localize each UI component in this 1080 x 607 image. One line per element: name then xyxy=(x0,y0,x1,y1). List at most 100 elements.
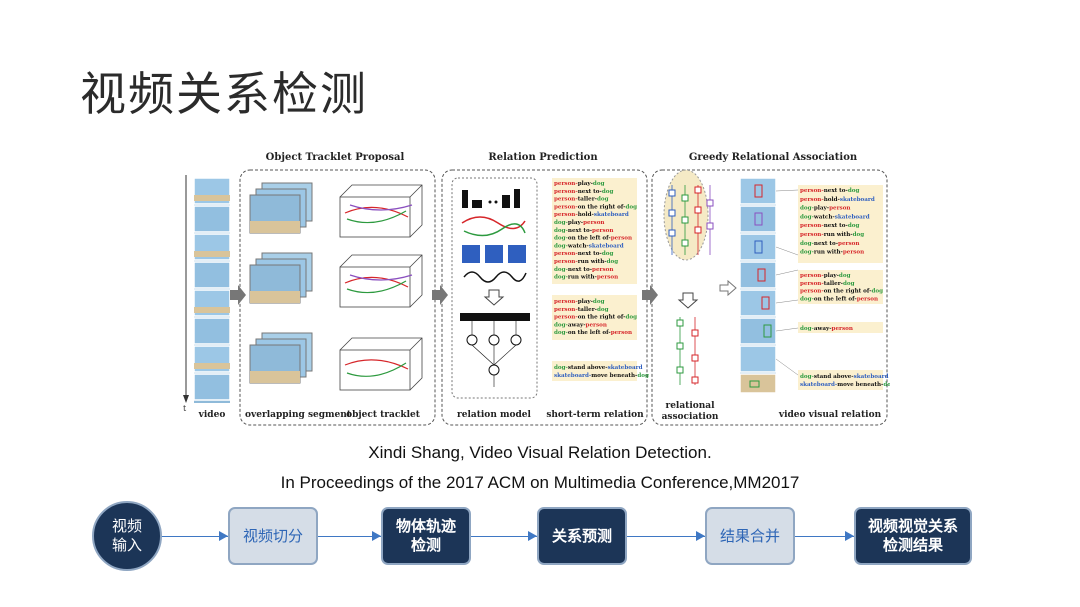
relation-triplet: dog-stand above-skateboard xyxy=(800,374,889,380)
caption-association: association xyxy=(662,412,719,422)
relation-triplet: person-hold-skateboard xyxy=(800,197,875,203)
relation-triplet: dog-next to-person xyxy=(800,241,859,247)
final-box-2 xyxy=(798,270,883,304)
relation-triplet: dog-play-person xyxy=(800,206,851,212)
final-box-4 xyxy=(798,370,883,390)
pipeline-step-predict: 关系预测 xyxy=(537,507,627,565)
relation-triplet: dog-watch-skateboard xyxy=(554,243,624,249)
flow-arrow-4 xyxy=(719,279,737,297)
caption-relational: relational xyxy=(665,401,715,411)
slide-title: 视频关系检测 xyxy=(80,67,368,121)
pipeline-step-label: 结果合并 xyxy=(719,526,780,545)
association-graph xyxy=(663,169,714,385)
relation-triplet: person-taller-dog xyxy=(554,307,609,313)
pipeline-step-label: 关系预测 xyxy=(551,526,612,545)
relation-triplet: dog-next to-person xyxy=(554,228,613,234)
pipeline-step-label: 视频切分 xyxy=(242,526,303,545)
relation-model-diagram xyxy=(460,189,530,387)
relation-box-3 xyxy=(552,361,637,381)
relation-triplet: person-play-dog xyxy=(554,299,605,305)
pipeline-input-node: 视频 输入 xyxy=(92,501,162,571)
relation-triplet: dog-run with-person xyxy=(800,250,864,256)
relation-triplet: person-next to-dog xyxy=(554,251,613,257)
tracklet-cube-1 xyxy=(339,184,423,238)
proposal-box xyxy=(239,169,436,426)
final-frames xyxy=(739,177,777,394)
final-relations-3: dog-away-person xyxy=(800,326,853,332)
arrow-head-1 xyxy=(219,531,228,541)
citation-line-2: In Proceedings of the 2017 ACM on Multim… xyxy=(280,473,800,492)
pipeline-step-merge: 结果合并 xyxy=(705,507,795,565)
relation-triplet: skateboard-move beneath-dog xyxy=(800,382,890,388)
relations-list-2: person-play-dog person-taller-dog person-o… xyxy=(554,299,637,336)
relation-triplet: person-on the right of-dog xyxy=(554,204,637,210)
segment-stack-1 xyxy=(249,182,313,234)
pipeline-step-label: 视频视觉关系 检测结果 xyxy=(867,517,958,554)
relation-triplet: dog-watch-skateboard xyxy=(800,214,870,220)
pipeline-step-tracklet: 物体轨迹 检测 xyxy=(381,507,471,565)
relation-triplet: dog-away-person xyxy=(800,326,853,332)
relation-triplet: dog-on the left of-person xyxy=(800,296,878,302)
section-title-proposal: Object Tracklet Proposal xyxy=(266,152,405,163)
segment-stack-3 xyxy=(249,332,313,384)
caption-segment: overlapping segment xyxy=(245,410,352,420)
relation-triplet: person-play-dog xyxy=(800,273,851,279)
arrow-head-2 xyxy=(372,531,381,541)
caption-short-term: short-term relation xyxy=(546,410,644,420)
tracklet-cube-3 xyxy=(339,337,423,391)
relation-triplet: person-next to-dog xyxy=(800,188,859,194)
relation-triplet: person-next to-dog xyxy=(800,223,859,229)
final-relations-1: person-next to-dog person-hold-skateboard… xyxy=(800,188,875,256)
relation-box-2 xyxy=(552,295,637,340)
relation-model-box xyxy=(451,177,538,399)
relation-triplet: dog-play-person xyxy=(554,220,605,226)
final-relations-2: person-play-dog person-taller-dog person-o… xyxy=(800,273,883,302)
arrow-head-4 xyxy=(696,531,705,541)
pipeline-connector xyxy=(125,536,865,537)
caption-visual-relation: video visual relation xyxy=(778,410,882,420)
association-box xyxy=(651,169,888,426)
relation-triplet: dog-run with-person xyxy=(554,275,618,281)
relation-detection-figure: Object Tracklet Proposal Relation Predic… xyxy=(183,152,890,426)
arrow-head-3 xyxy=(528,531,537,541)
relation-triplet: person-play-dog xyxy=(554,181,605,187)
relation-triplet: person-run with-dog xyxy=(800,232,864,238)
relation-triplet: person-on the right of-dog xyxy=(554,315,637,321)
relation-triplet: skateboard-move beneath-dog xyxy=(554,373,649,379)
relation-triplet: person-taller-dog xyxy=(800,281,855,287)
section-title-association: Greedy Relational Association xyxy=(689,152,858,163)
caption-tracklet: object tracklet xyxy=(346,410,421,420)
pipeline-step-label: 物体轨迹 检测 xyxy=(395,517,456,554)
final-box-3 xyxy=(798,322,883,333)
arrow-head-5 xyxy=(845,531,854,541)
time-label-video: t xyxy=(183,404,187,413)
final-box-1 xyxy=(798,185,883,263)
video-frames xyxy=(183,175,231,403)
pipeline-input-label: 视频 输入 xyxy=(111,517,142,554)
prediction-box xyxy=(441,169,648,426)
flow-arrow-2 xyxy=(432,285,448,305)
flow-arrow-3 xyxy=(642,285,658,305)
connector-lines xyxy=(775,189,799,376)
relation-box-1 xyxy=(552,178,637,284)
citation-line-1: Xindi Shang, Video Visual Relation Detec… xyxy=(368,443,712,462)
relation-triplet: person-run with-dog xyxy=(554,259,618,265)
caption-video: video xyxy=(198,410,226,420)
relation-triplet: dog-on the left of-person xyxy=(554,236,632,242)
segment-stack-2 xyxy=(249,252,313,304)
final-relations-4: dog-stand above-skateboard skateboard-mov… xyxy=(800,374,890,388)
relation-triplet: dog-on the left of-person xyxy=(554,330,632,336)
relation-triplet: dog-stand above-skateboard xyxy=(554,365,643,371)
relation-triplet: person-hold-skateboard xyxy=(554,212,629,218)
relations-list-3: dog-stand above-skateboard skateboard-mov… xyxy=(554,365,649,379)
pipeline-step-split: 视频切分 xyxy=(228,507,318,565)
flow-arrow-1 xyxy=(230,285,246,305)
relation-triplet: dog-next to-person xyxy=(554,267,613,273)
relation-triplet: person-taller-dog xyxy=(554,197,609,203)
caption-relation-model: relation model xyxy=(457,410,532,420)
pipeline-output-node: 视频视觉关系 检测结果 xyxy=(854,507,972,565)
relations-list-1: person-play-dog person-next to-dog person-… xyxy=(554,181,637,281)
relation-triplet: person-on the right of-dog xyxy=(800,289,883,295)
section-title-prediction: Relation Prediction xyxy=(488,152,598,163)
tracklet-cube-2 xyxy=(339,254,423,308)
